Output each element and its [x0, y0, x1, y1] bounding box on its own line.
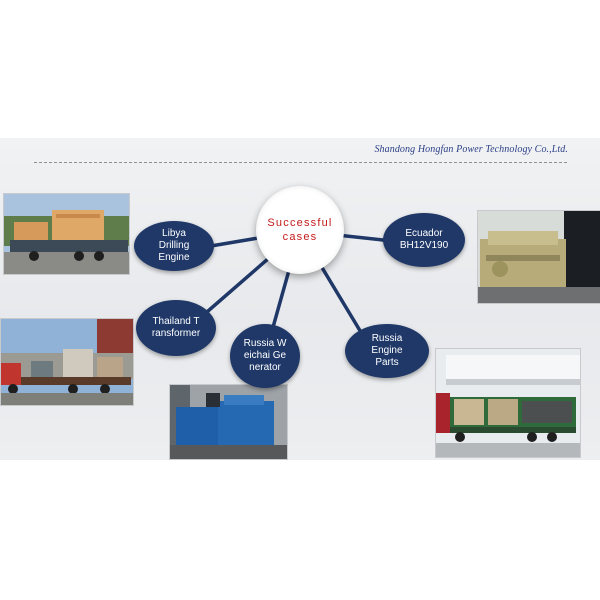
truck-crates-photo: [3, 193, 130, 275]
case-label-libya: Libya Drilling Engine: [158, 228, 190, 263]
engine-photo: [477, 210, 600, 304]
case-node-ecuador: Ecuador BH12V190: [383, 213, 465, 267]
case-node-thailand: Thailand Transformer: [136, 300, 216, 356]
case-label-ecuador: Ecuador BH12V190: [399, 228, 449, 251]
case-node-weichai: Russia Weichai Generator: [230, 324, 300, 388]
case-label-parts: Russia Engine Parts: [371, 333, 403, 368]
case-label-weichai: Russia Weichai Generator: [243, 338, 287, 373]
dashed-divider: [34, 162, 567, 163]
hub-circle: Successful cases: [256, 186, 344, 274]
case-node-parts: Russia Engine Parts: [345, 324, 429, 378]
hub-label: Successful cases: [267, 217, 333, 243]
truck-transformer-photo: [0, 318, 134, 406]
slide: Shandong Hongfan Power Technology Co.,Lt…: [0, 138, 600, 460]
truck-container-photo: [435, 348, 581, 458]
case-label-thailand: Thailand Transformer: [151, 316, 201, 339]
generator-photo: [169, 384, 288, 460]
company-name: Shandong Hongfan Power Technology Co.,Lt…: [374, 144, 568, 155]
case-node-libya: Libya Drilling Engine: [134, 221, 214, 271]
